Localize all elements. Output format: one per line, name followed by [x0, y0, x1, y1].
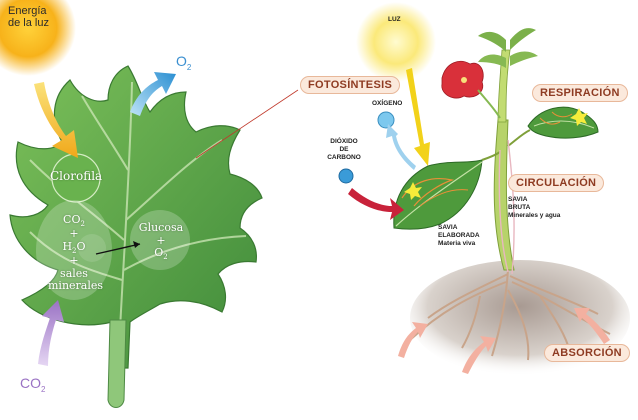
respiration-leaf — [527, 106, 599, 139]
luz-label: LUZ — [388, 16, 401, 23]
reactant-h2o: H2O — [62, 239, 86, 256]
reactant-sales: sales — [60, 266, 88, 280]
savia-bruta-label: SAVIA BRUTA Minerales y agua — [508, 196, 561, 220]
reactants-label: CO2 + H2O + sales minerales — [48, 213, 104, 293]
reaction-arrow — [95, 243, 141, 255]
leaf-stem — [107, 319, 127, 408]
glucosa-bubble — [130, 210, 190, 270]
absorption-arrow-3 — [574, 308, 610, 344]
dioxido-label: DIÓXIDO DE CARBONO — [327, 138, 361, 161]
co2-label: CO2 — [20, 375, 46, 394]
plus-3: + — [156, 233, 166, 247]
oxygen-arrow — [386, 124, 416, 170]
respiracion-label: RESPIRACIÓN — [532, 84, 628, 102]
plus-1: + — [69, 227, 79, 241]
clorofila-label: Clorofila — [50, 169, 103, 183]
energy-label-line1: Energía — [8, 5, 47, 17]
o2-arrow-left — [130, 72, 176, 116]
absorption-arrow-1 — [398, 322, 428, 358]
star-resp-leaf — [570, 108, 588, 126]
o2-label: O2 — [176, 53, 192, 72]
absorption-arrow-2 — [462, 336, 496, 374]
sun-right — [356, 2, 436, 82]
products-label: Glucosa + O2 — [138, 221, 184, 262]
oxigeno-label: OXÍGENO — [372, 100, 403, 107]
co2-arrow-left — [38, 300, 64, 366]
star-photo-leaf — [404, 182, 422, 200]
flower — [441, 61, 501, 119]
light-arrow-left — [34, 82, 78, 158]
product-o2: O2 — [154, 246, 168, 262]
circulacion-label: CIRCULACIÓN — [508, 174, 605, 192]
reactant-co2: CO2 — [63, 213, 85, 229]
sun-left — [0, 0, 76, 76]
product-glucosa: Glucosa — [138, 221, 184, 234]
energy-label: Energía de la luz — [8, 5, 49, 29]
reactants-bubble — [36, 200, 112, 300]
savia-elaborada-label: SAVIA ELABORADA Materia viva — [438, 224, 480, 248]
co2-ball — [338, 168, 354, 184]
absorcion-label: ABSORCIÓN — [544, 344, 630, 362]
link-line — [195, 89, 299, 159]
leaf-veins — [29, 81, 247, 331]
light-arrow-right — [406, 68, 430, 166]
oxygen-ball — [377, 111, 395, 129]
co2-arrow-right — [348, 188, 404, 220]
plus-2: + — [69, 254, 79, 268]
energy-label-line2: de la luz — [8, 16, 49, 29]
reactant-minerales: minerales — [48, 279, 104, 293]
fotosintesis-label: FOTOSÍNTESIS — [300, 76, 401, 94]
